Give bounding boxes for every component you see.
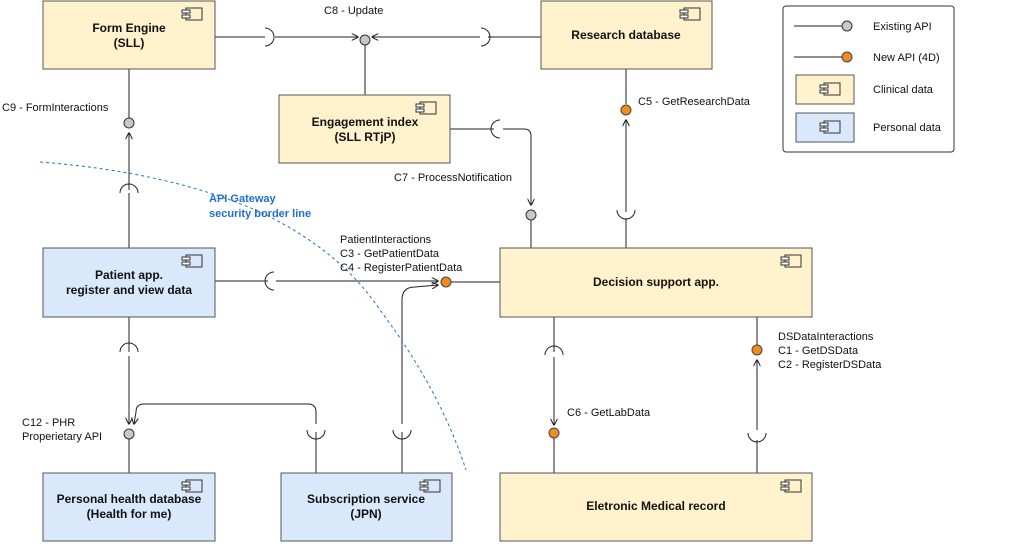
emr-component[interactable]: Eletronic Medical record <box>499 472 813 542</box>
decision-support-title: Decision support app. <box>593 275 719 289</box>
c1c2-new-api-ball <box>751 344 763 356</box>
c7-existing-api-ball <box>525 209 537 221</box>
research-database-title: Research database <box>571 28 681 42</box>
c9-label: C9 - FormInteractions <box>2 102 109 114</box>
c7-label: C7 - ProcessNotification <box>394 172 512 184</box>
c3c4-new-api-ball <box>440 276 452 288</box>
c6-label: C6 - GetLabData <box>567 407 651 419</box>
socket-patient-c3c4 <box>264 271 275 291</box>
c9-existing-api-ball <box>123 117 135 129</box>
ds-interactions-label: DSDataInteractions <box>778 331 874 343</box>
legend-new-ball <box>841 51 853 63</box>
c8-existing-api-ball <box>359 34 371 46</box>
socket-engagement-c7 <box>490 119 501 139</box>
c12-existing-api-ball <box>123 428 135 440</box>
emr-title: Eletronic Medical record <box>586 499 725 513</box>
decision-support-component[interactable]: Decision support app. <box>499 247 813 318</box>
c2-label: C2 - RegisterDSData <box>778 359 882 371</box>
socket-form-engine-c8 <box>264 27 275 47</box>
legend-new-label: New API (4D) <box>873 52 940 64</box>
engagement-index-component[interactable]: Engagement index (SLL RTjP) <box>278 94 451 164</box>
patient-app-subtitle: register and view data <box>66 283 192 297</box>
legend-personal-label: Personal data <box>873 122 942 134</box>
engagement-index-title: Engagement index <box>312 115 419 129</box>
c4-label: C4 - RegisterPatientData <box>340 262 463 274</box>
c5-new-api-ball <box>620 104 632 116</box>
subscription-service-component[interactable]: Subscription service (JPN) <box>280 472 453 542</box>
socket-subscription <box>392 429 412 440</box>
legend-clinical-label: Clinical data <box>873 84 934 96</box>
c3-label: C3 - GetPatientData <box>340 248 440 260</box>
c8-label: C8 - Update <box>324 5 383 17</box>
socket-decision-c6 <box>544 345 564 356</box>
personal-health-database-component[interactable]: Personal health database (Health for me) <box>42 472 216 542</box>
form-engine-subtitle: (SLL) <box>114 36 145 50</box>
c5-label: C5 - GetResearchData <box>638 96 751 108</box>
connector-subscription-c12-arrow <box>134 403 317 424</box>
socket-research-c8 <box>480 27 491 47</box>
c1-label: C1 - GetDSData <box>778 345 859 357</box>
research-database-component[interactable]: Research database <box>540 0 713 70</box>
legend: Existing API New API (4D) Clinical data … <box>782 5 955 153</box>
form-engine-title: Form Engine <box>92 21 166 35</box>
connector-engagement-c7-arrow <box>503 128 531 205</box>
legend-existing-ball <box>841 20 853 32</box>
api-gateway-sublabel: security border line <box>209 208 311 220</box>
c6-new-api-ball <box>548 427 560 439</box>
phd-title: Personal health database <box>57 492 202 506</box>
form-engine-component[interactable]: Form Engine (SLL) <box>42 0 216 70</box>
connector-subscription-arrow <box>401 285 438 424</box>
api-gateway-label: API Gateway <box>209 193 277 205</box>
api-gateway-border-line <box>39 161 467 471</box>
patient-app-component[interactable]: Patient app. register and view data <box>42 247 216 318</box>
subscription-subtitle: (JPN) <box>350 507 381 521</box>
phd-subtitle: (Health for me) <box>87 507 172 521</box>
legend-existing-label: Existing API <box>873 21 932 33</box>
c12-sublabel: Properietary API <box>22 431 102 443</box>
patient-interactions-label: PatientInteractions <box>340 234 432 246</box>
c12-label: C12 - PHR <box>22 417 75 429</box>
engagement-index-subtitle: (SLL RTjP) <box>334 130 395 144</box>
socket-subscription-c12 <box>306 429 326 440</box>
patient-app-title: Patient app. <box>95 268 163 282</box>
subscription-title: Subscription service <box>307 492 425 506</box>
